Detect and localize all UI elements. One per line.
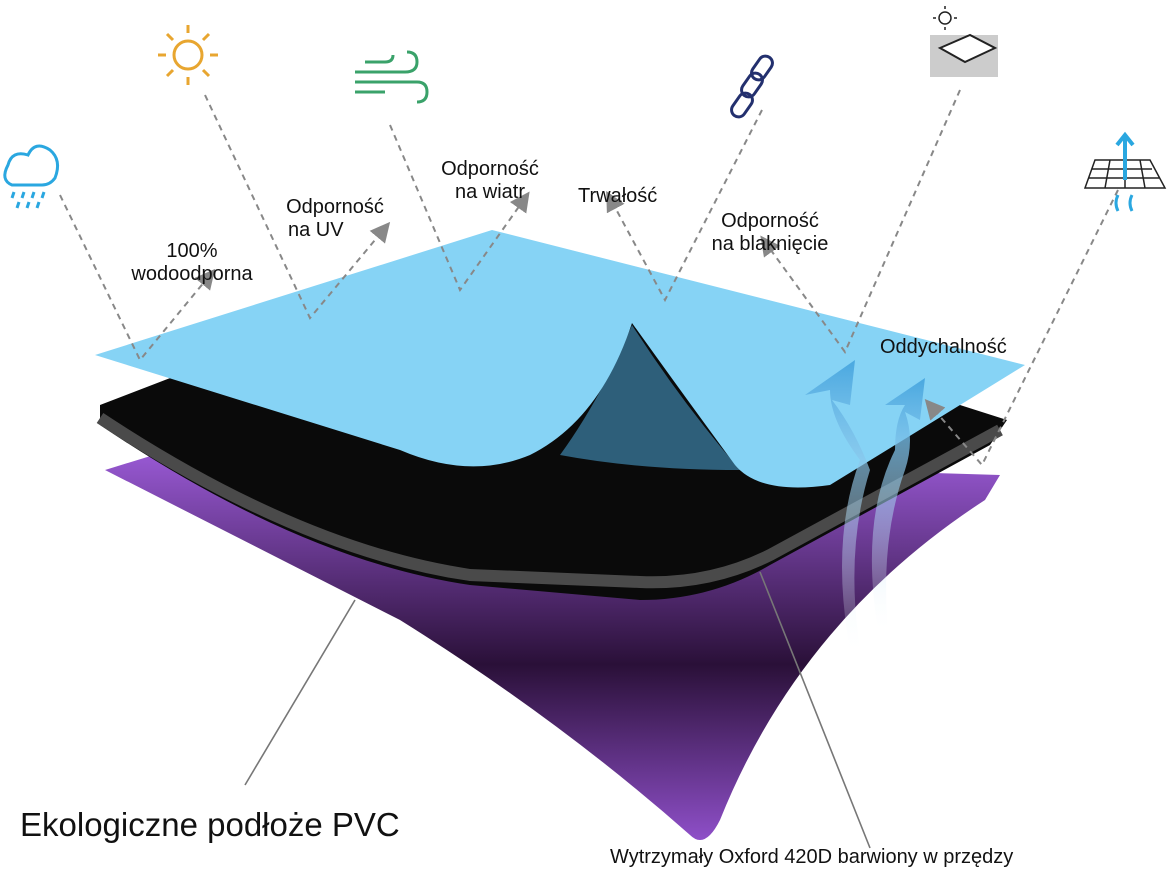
feature-line: na UV	[288, 219, 344, 241]
feature-label-waterproof: 100% wodoodporna	[112, 240, 272, 286]
top-layer	[95, 230, 1025, 488]
oxford-layer-label: Wytrzymały Oxford 420D barwiony w przędz…	[610, 846, 1014, 868]
feature-line: Trwałość	[578, 185, 658, 207]
feature-line: na wiatr	[454, 181, 526, 203]
feature-line: Odporność	[441, 158, 539, 180]
peel-underside	[560, 325, 740, 470]
rain-cloud-icon	[3, 144, 60, 209]
feature-label-breathability: Oddychalność	[880, 336, 1007, 359]
feature-line: 100%	[166, 240, 218, 262]
feature-line: wodoodporna	[131, 263, 253, 285]
wind-icon	[355, 50, 429, 104]
airflow-arrow	[805, 360, 870, 650]
feature-line: Odporność	[721, 210, 819, 232]
feature-label-fade: Odporność na blaknięcie	[690, 210, 850, 256]
breathable-mesh-icon	[1083, 131, 1167, 212]
feature-line: Odporność	[286, 196, 384, 218]
pvc-layer-label: Ekologiczne podłoże PVC	[20, 806, 400, 843]
sun-fade-icon	[930, 6, 998, 77]
airflow-arrow	[871, 378, 925, 630]
feature-label-uv: Odporność na UV	[270, 196, 400, 242]
feature-label-wind: Odporność na wiatr	[425, 158, 555, 204]
feature-label-durability: Trwałość	[578, 185, 657, 208]
chain-link-icon	[730, 54, 774, 119]
feature-line: na blaknięcie	[711, 233, 829, 255]
feature-line: Oddychalność	[880, 336, 1007, 358]
sun-icon	[158, 25, 218, 85]
